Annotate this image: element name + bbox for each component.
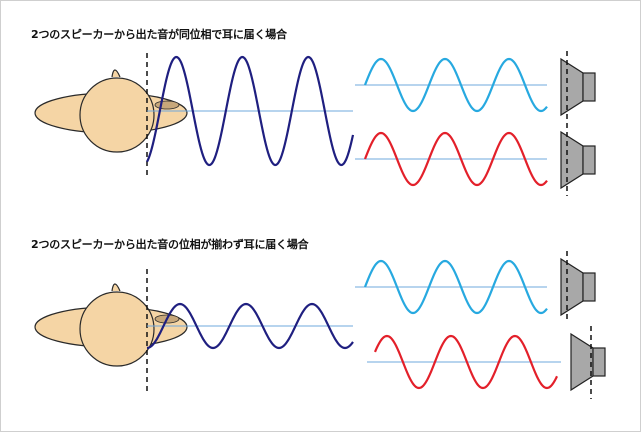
panel-in-phase — [34, 51, 596, 196]
listener-head-icon — [34, 283, 188, 367]
speaker-icon — [560, 257, 596, 317]
speaker-icon — [570, 332, 606, 392]
lower-speaker-wave — [373, 334, 558, 390]
panel-out-of-phase — [34, 251, 606, 399]
lower-speaker-wave — [363, 131, 548, 187]
caption-in-phase: 2つのスピーカーから出た音が同位相で耳に届く場合 — [31, 28, 287, 41]
resulting-wave — [146, 55, 355, 167]
upper-speaker-wave — [363, 259, 548, 315]
speaker-icon — [560, 57, 596, 117]
upper-speaker-wave — [363, 57, 548, 113]
listener-head-icon — [34, 69, 188, 153]
caption-out-of-phase: 2つのスピーカーから出た音の位相が揃わず耳に届く場合 — [31, 238, 309, 251]
resulting-wave — [146, 302, 354, 350]
speaker-icon — [560, 130, 596, 190]
